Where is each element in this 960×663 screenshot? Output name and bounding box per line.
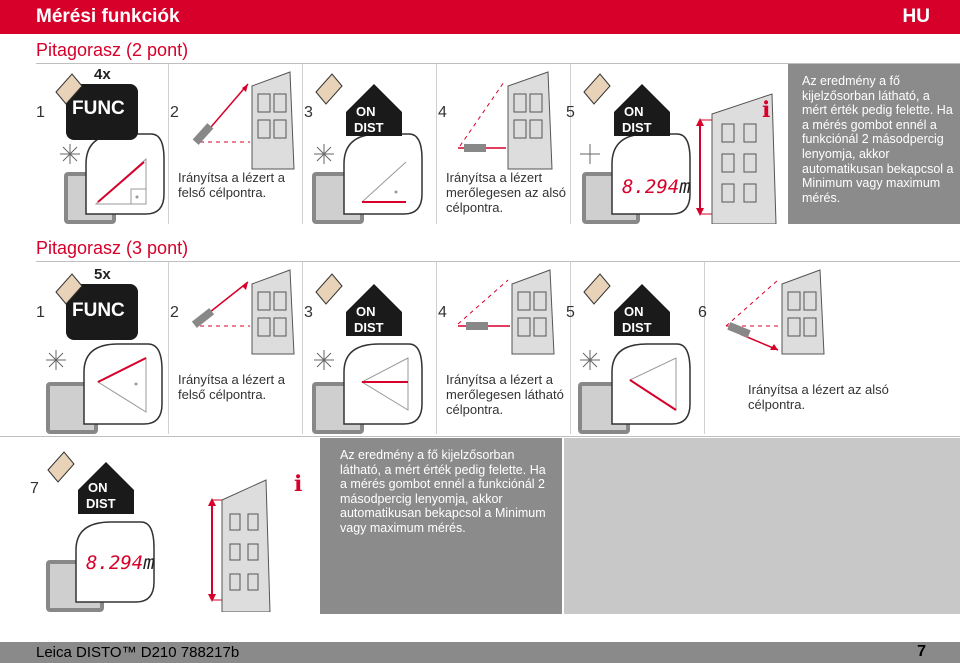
step-two-4: 4 Irányítsa a lézert merőlegesen az alsó… bbox=[438, 64, 568, 224]
display-readout: 8.294m bbox=[622, 176, 691, 198]
step-two-1: 1 4x FUNC bbox=[36, 64, 166, 224]
func-key-illustration bbox=[46, 273, 163, 434]
step-caption: Irányítsa a lézert a merőlegesen látható… bbox=[446, 372, 564, 417]
step-three-3: 3 ON DIST bbox=[304, 262, 434, 434]
empty-panel bbox=[564, 438, 960, 614]
step-number: 6 bbox=[698, 304, 707, 321]
on-key-label: ON bbox=[356, 304, 376, 319]
step-two-2: 2 Irányítsa a lézert a felső célpontra. bbox=[170, 64, 300, 224]
dist-key-label: DIST bbox=[354, 320, 384, 335]
step-number: 3 bbox=[304, 104, 313, 121]
step-three-6: 6 Irányítsa a lézert az alsó célpontra. bbox=[698, 262, 960, 434]
language-code: HU bbox=[902, 6, 930, 27]
step-number: 7 bbox=[30, 480, 39, 497]
laser-perpendicular-illustration bbox=[458, 71, 553, 170]
display-unit: m bbox=[143, 552, 155, 574]
divider bbox=[570, 64, 571, 224]
info-icon: ℹ bbox=[762, 98, 771, 123]
on-key-label: ON bbox=[356, 104, 376, 119]
laser-perpendicular-illustration bbox=[457, 269, 555, 355]
divider bbox=[168, 262, 169, 434]
result-illustration bbox=[46, 451, 271, 612]
step-number: 4 bbox=[438, 104, 447, 121]
display-unit: m bbox=[679, 176, 691, 198]
step-caption: Irányítsa a lézert a felső célpontra. bbox=[178, 170, 285, 200]
divider bbox=[36, 261, 960, 262]
on-dist-key-illustration bbox=[312, 73, 423, 224]
display-value: 8.294 bbox=[622, 176, 680, 198]
laser-to-top-illustration bbox=[192, 71, 295, 170]
divider bbox=[436, 64, 437, 224]
info-box-three-point: ℹ Az eredmény a fő kijelzősorban látható… bbox=[294, 438, 562, 614]
divider bbox=[36, 63, 960, 64]
dist-key-label: DIST bbox=[86, 496, 116, 511]
dist-key-label: DIST bbox=[622, 120, 652, 135]
laser-to-bottom-illustration bbox=[725, 269, 825, 355]
product-name: Leica DISTO™ D210 788217b bbox=[36, 644, 240, 661]
display-readout: 8.294m bbox=[86, 552, 155, 574]
divider bbox=[570, 262, 571, 434]
info-text: Az eredmény a fő kijelzősorban látható, … bbox=[802, 74, 954, 205]
info-text: Az eredmény a fő kijelzősorban látható, … bbox=[340, 448, 546, 535]
page-header: Mérési funkciók HU bbox=[0, 0, 960, 34]
step-caption: Irányítsa a lézert a felső célpontra. bbox=[178, 372, 285, 402]
func-key-illustration bbox=[55, 73, 165, 224]
info-box-two-point: ℹ Az eredmény a fő kijelzősorban látható… bbox=[762, 64, 960, 224]
result-illustration bbox=[580, 73, 777, 224]
dist-key-label: DIST bbox=[354, 120, 384, 135]
laser-to-top-illustration bbox=[191, 269, 295, 355]
step-caption: Irányítsa a lézert merőlegesen az alsó c… bbox=[446, 170, 566, 215]
step-number: 5 bbox=[566, 304, 575, 321]
page-number: 7 bbox=[917, 643, 926, 660]
step-caption: Irányítsa a lézert az alsó célpontra. bbox=[748, 382, 889, 412]
step-three-5: 5 ON DIST bbox=[566, 262, 702, 434]
step-number: 1 bbox=[36, 104, 45, 121]
press-count: 5x bbox=[94, 266, 111, 283]
step-number: 2 bbox=[170, 104, 179, 121]
display-value: 8.294 bbox=[86, 552, 144, 574]
func-key-label: FUNC bbox=[72, 300, 125, 321]
divider bbox=[0, 436, 960, 437]
section-title-three-point: Pitagorasz (3 pont) bbox=[36, 238, 189, 258]
step-three-1: 1 5x FUNC bbox=[36, 262, 166, 434]
step-two-3: 3 ON DIST bbox=[304, 64, 434, 224]
dist-key-label: DIST bbox=[622, 320, 652, 335]
step-number: 2 bbox=[170, 304, 179, 321]
step-three-4: 4 Irányítsa a lézert a merőlegesen látha… bbox=[438, 262, 568, 434]
func-key-label: FUNC bbox=[72, 98, 125, 119]
on-dist-key-illustration bbox=[312, 273, 423, 434]
divider bbox=[302, 64, 303, 224]
divider bbox=[436, 262, 437, 434]
info-icon: ℹ bbox=[294, 472, 303, 497]
step-three-2: 2 Irányítsa a lézert a felső célpontra. bbox=[170, 262, 300, 434]
divider bbox=[168, 64, 169, 224]
divider bbox=[302, 262, 303, 434]
section-title-two-point: Pitagorasz (2 pont) bbox=[36, 40, 189, 60]
step-number: 4 bbox=[438, 304, 447, 321]
press-count: 4x bbox=[94, 66, 111, 83]
on-key-label: ON bbox=[624, 304, 644, 319]
step-number: 3 bbox=[304, 304, 313, 321]
on-key-label: ON bbox=[88, 480, 108, 495]
step-three-7: 7 ON DIST 8.294m bbox=[30, 440, 272, 612]
step-two-5: 5 ON DIST 8.294m bbox=[566, 64, 782, 224]
on-key-label: ON bbox=[624, 104, 644, 119]
page-footer: Leica DISTO™ D210 788217b 7 bbox=[0, 642, 960, 663]
divider bbox=[704, 262, 705, 434]
page-title: Mérési funkciók bbox=[36, 6, 180, 27]
step-number: 5 bbox=[566, 104, 575, 121]
step-number: 1 bbox=[36, 304, 45, 321]
on-dist-key-illustration bbox=[578, 273, 691, 434]
